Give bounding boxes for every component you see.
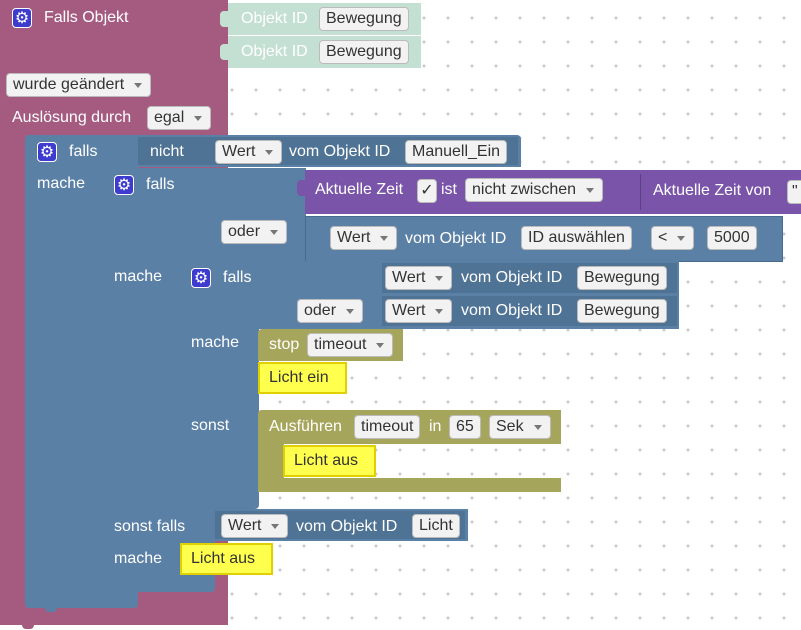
object-id-label: vom Objekt ID (461, 269, 563, 286)
ist-label: ist (441, 181, 457, 198)
input-tab (220, 44, 228, 60)
licht-ein-block[interactable] (258, 362, 347, 394)
licht-ein-label: Licht ein (269, 369, 329, 386)
licht-aus-label: Licht aus (294, 452, 359, 469)
else-if-label: sonst falls (114, 518, 186, 535)
time-checkbox[interactable]: ✓ (417, 179, 437, 203)
object-label-1: Objekt ID (241, 10, 308, 27)
timeout-field[interactable]: timeout (354, 415, 421, 439)
value-dropdown[interactable]: Wert (385, 266, 453, 290)
time-label: Aktuelle Zeit (315, 181, 404, 198)
time-from-label: Aktuelle Zeit von (653, 182, 772, 199)
object-field[interactable]: Bewegung (577, 266, 667, 290)
object-field[interactable]: Licht (412, 514, 460, 538)
gear-icon[interactable]: ⚙ (12, 8, 32, 28)
object-field[interactable]: ID auswählen (521, 226, 632, 250)
else-if-mache: mache (114, 550, 163, 567)
delay-field[interactable]: 65 (449, 415, 481, 439)
run-timeout-bottom (258, 478, 561, 492)
or-dropdown[interactable]: oder (297, 299, 364, 323)
if-inner-falls: falls (223, 269, 252, 286)
gear-icon[interactable]: ⚙ (37, 142, 57, 162)
trigger-value-dropdown[interactable]: egal (147, 106, 212, 130)
if-outer-mache: mache (37, 175, 86, 192)
object-id-label: vom Objekt ID (461, 302, 563, 319)
gear-icon[interactable]: ⚙ (114, 175, 134, 195)
object-field-1[interactable]: Bewegung (319, 7, 409, 31)
time-from-value[interactable]: " (787, 180, 801, 204)
unit-dropdown[interactable]: Sek (489, 415, 551, 439)
timeout-dropdown[interactable]: timeout (307, 333, 394, 357)
value-dropdown[interactable]: Wert (221, 514, 289, 538)
number-field[interactable]: 5000 (707, 226, 757, 250)
gear-icon[interactable]: ⚙ (191, 268, 211, 288)
object-id-label: vom Objekt ID (289, 143, 391, 160)
trigger-block-bottom (0, 608, 228, 625)
value-dropdown[interactable]: Wert (215, 140, 283, 164)
if-inner-sonst: sonst (191, 417, 230, 434)
compare-dropdown[interactable]: < (651, 226, 695, 250)
operator-dropdown[interactable]: nicht zwischen (465, 178, 604, 202)
in-label: in (429, 418, 442, 435)
object-id-label: vom Objekt ID (405, 230, 507, 247)
input-tab (297, 180, 305, 196)
object-field[interactable]: Bewegung (577, 299, 667, 323)
if-outer-falls: falls (69, 143, 98, 160)
bottom-notch (22, 623, 34, 629)
or-dropdown[interactable]: oder (221, 220, 288, 244)
object-id-label: vom Objekt ID (296, 518, 398, 535)
if-middle-falls: falls (146, 176, 175, 193)
value-dropdown[interactable]: Wert (330, 226, 398, 250)
object-label-2: Objekt ID (241, 43, 308, 60)
trigger-dropdown[interactable]: wurde geändert (6, 73, 152, 97)
trigger-label: Auslösung durch (12, 109, 132, 126)
object-field[interactable]: Manuell_Ein (405, 140, 508, 164)
licht-aus-block[interactable] (283, 445, 376, 477)
block-title: Falls Objekt (44, 9, 129, 26)
object-field-2[interactable]: Bewegung (319, 40, 409, 64)
if-inner-mache: mache (191, 334, 240, 351)
licht-aus-block-2[interactable] (180, 543, 273, 575)
time-from-block[interactable] (640, 174, 801, 210)
value-dropdown[interactable]: Wert (385, 299, 453, 323)
if-middle-mache: mache (114, 268, 163, 285)
run-label: Ausführen (269, 418, 342, 435)
input-tab (297, 226, 305, 242)
input-tab (220, 11, 228, 27)
if-middle-header (102, 168, 306, 264)
licht-aus-label-2: Licht aus (191, 550, 256, 567)
stop-label: stop (269, 336, 300, 353)
bottom-notch (45, 606, 57, 612)
not-label: nicht (150, 143, 184, 160)
